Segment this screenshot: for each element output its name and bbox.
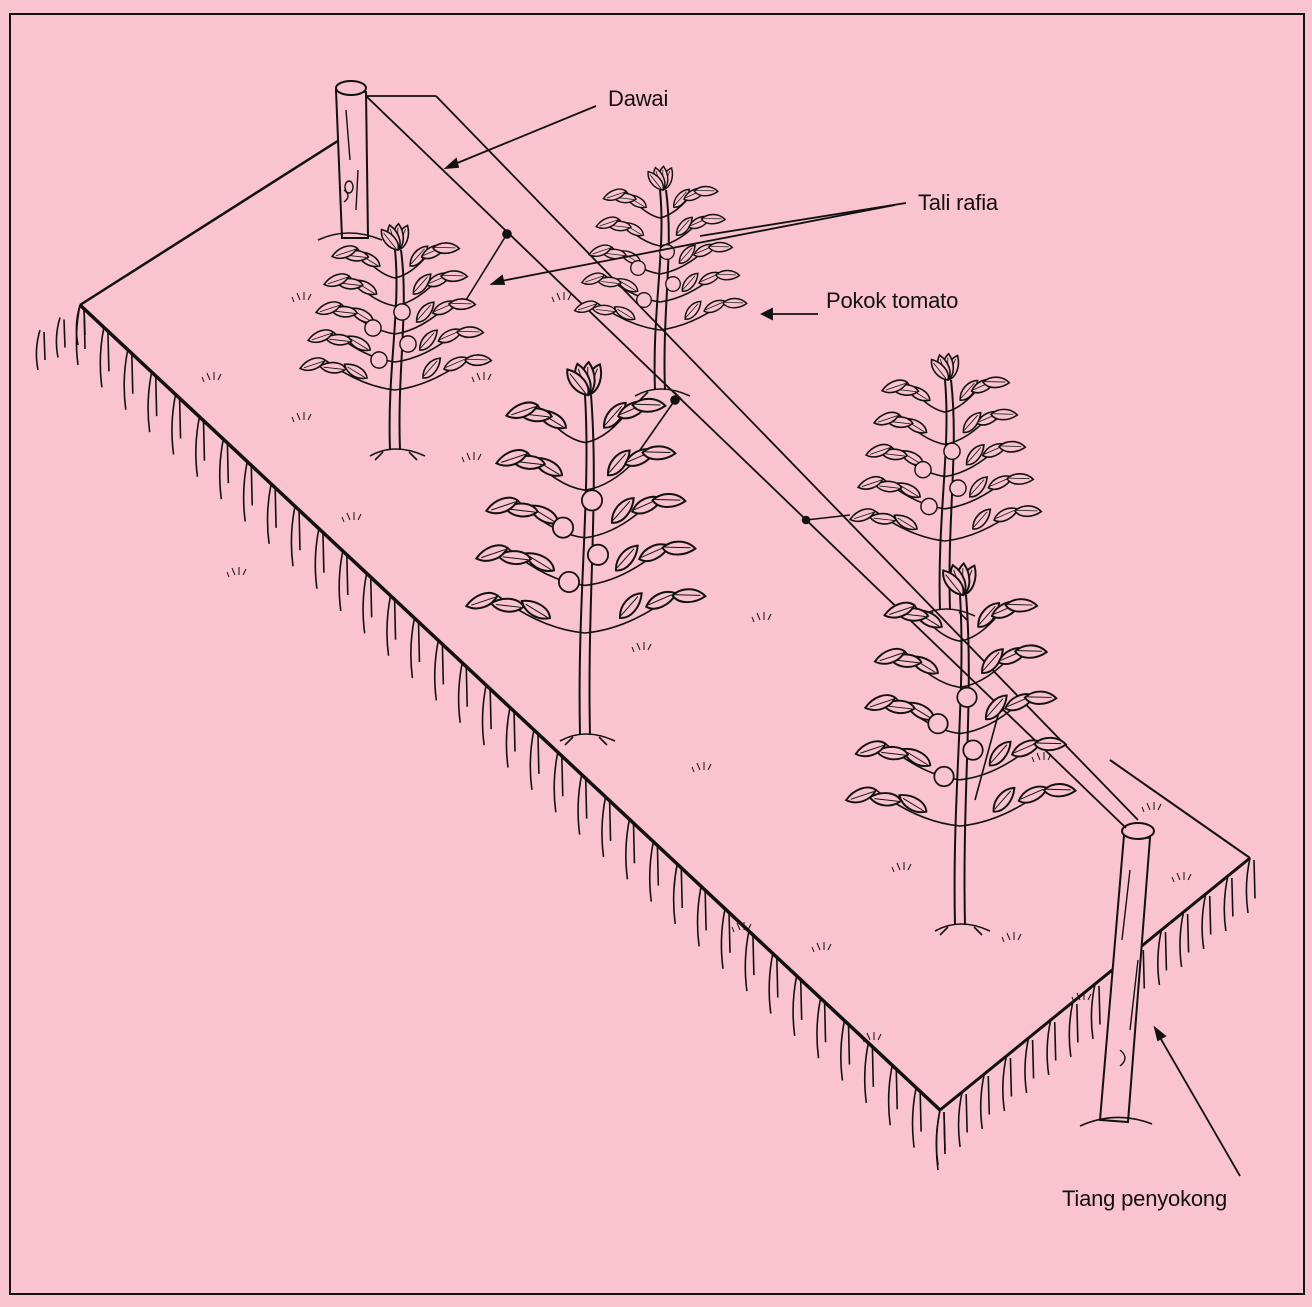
soil-fringe-stroke [745,931,754,991]
soil-fringe-stroke [36,330,45,370]
soil-fringe-stroke [124,350,133,410]
soil-fringe-stroke [602,797,611,857]
soil-fringe-stroke [674,864,683,924]
soil-fringe-stroke [506,708,515,768]
soil-fringe-stroke [244,462,253,522]
soil-fringe-stroke [793,976,802,1036]
soil-fringe-stroke [1224,876,1233,931]
soil-fringe-stroke [387,596,396,656]
soil-fringe-stroke [315,529,324,589]
soil-fringe-stroke [363,573,372,633]
label-dawai: Dawai [608,86,668,112]
soil-fringe-stroke [1069,1002,1078,1057]
soil-fringe-stroke [459,663,468,723]
soil-fringe-stroke [1180,912,1189,967]
soil-fringe-stroke [483,685,492,745]
soil-fringe-stroke [1025,1038,1034,1093]
soil-fringe-stroke [698,886,707,946]
soil-fringe-stroke [841,1021,850,1081]
soil-fringe-stroke [650,842,659,902]
soil-fringe-stroke [291,506,300,566]
soil-fringe-stroke [626,819,635,879]
soil-fringe-stroke [981,1074,990,1129]
label-tali-rafia: Tali rafia [918,190,998,216]
soil-fringe-stroke [578,775,587,835]
soil-fringe-stroke [1047,1020,1056,1075]
soil-fringe-stroke [56,318,65,358]
soil-fringe-stroke [196,417,205,477]
soil-fringe-stroke [554,752,563,812]
soil-fringe-stroke [721,909,730,969]
label-tiang-penyokong: Tiang penyokong [1062,1186,1227,1212]
soil-bed [80,130,1250,1110]
soil-fringe-stroke [889,1065,898,1125]
soil-fringe-stroke [339,551,348,611]
soil-fringe-stroke [959,1092,968,1147]
soil-fringe-stroke [148,372,157,432]
soil-fringe-stroke [172,394,181,454]
soil-fringe-stroke [435,640,444,700]
soil-fringe-stroke [913,1088,922,1148]
soil-fringe-stroke [220,439,229,499]
soil-fringe-stroke [865,1043,874,1103]
soil-fringe-stroke [1158,930,1167,985]
soil-fringe-stroke [1091,984,1100,1039]
soil-fringe-stroke [411,618,420,678]
soil-fringe-stroke [769,953,778,1013]
soil-fringe-stroke [1202,894,1211,949]
label-pokok-tomato: Pokok tomato [826,288,958,314]
soil-fringe-stroke [817,998,826,1058]
soil-fringe-stroke [100,327,109,387]
soil-fringe-stroke [1246,858,1255,913]
soil-fringe-stroke [268,484,277,544]
soil-fringe-stroke [530,730,539,790]
grass-tuft [227,567,246,577]
soil-fringe-stroke [1003,1056,1012,1111]
soil-fringe-stroke [936,1110,945,1165]
